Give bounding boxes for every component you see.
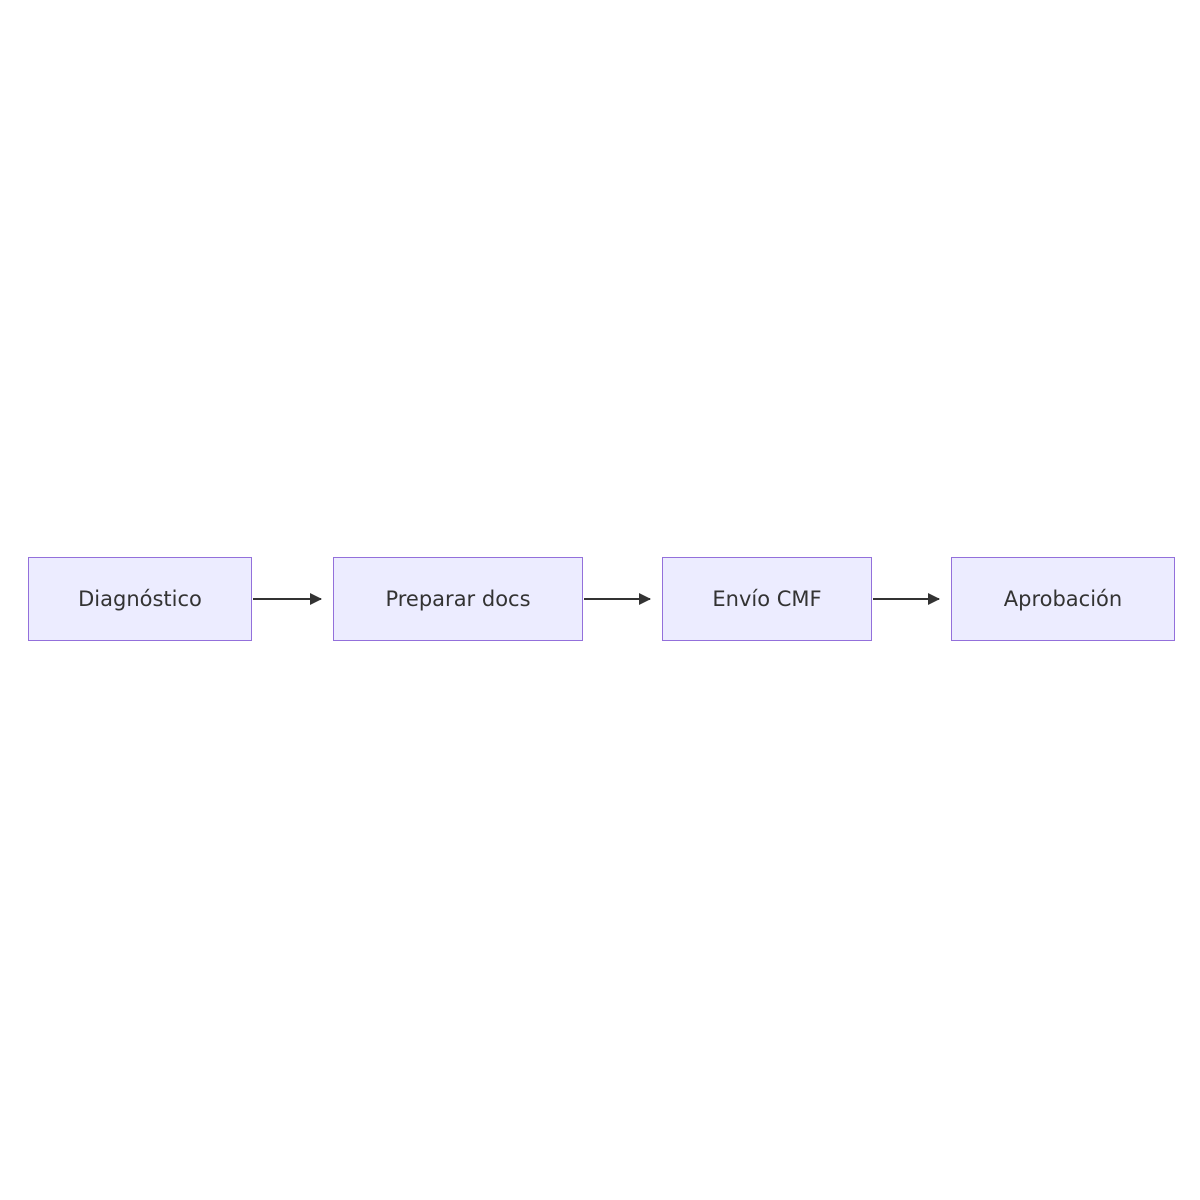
arrow-connector (253, 593, 322, 605)
flowchart-node-preparar-docs: Preparar docs (333, 557, 583, 641)
arrow-connector (584, 593, 651, 605)
flowchart-node-diagnostico: Diagnóstico (28, 557, 252, 641)
node-label: Diagnóstico (78, 586, 202, 611)
flowchart-node-aprobacion: Aprobación (951, 557, 1175, 641)
node-label: Aprobación (1003, 586, 1123, 611)
arrow-connector (873, 593, 940, 605)
flowchart-node-envio-cmf: Envío CMF (662, 557, 872, 641)
node-label: Preparar docs (385, 586, 531, 611)
node-label: Envío CMF (712, 586, 822, 611)
